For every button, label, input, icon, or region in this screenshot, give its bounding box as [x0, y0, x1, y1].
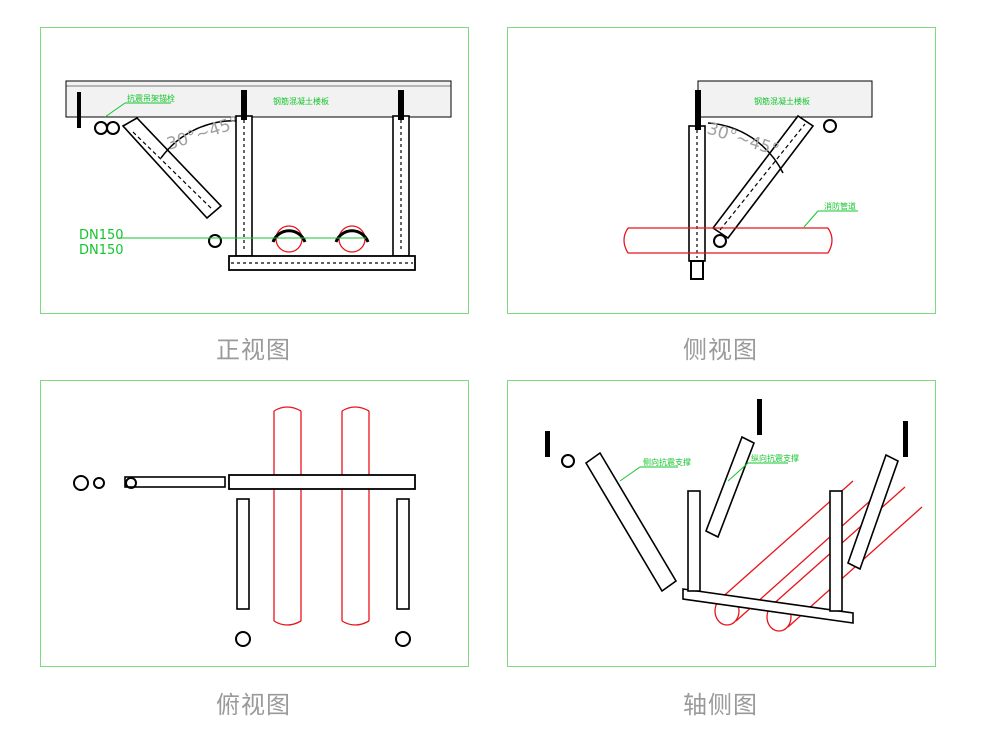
iso-view-panel: 侧向抗震支撑 纵向抗震支撑: [507, 380, 936, 667]
pipe-size-2: DN150: [79, 243, 124, 258]
cross-channel: [228, 474, 416, 490]
side-view-drawing: 30°~45° 消防管道 钢筋混凝土楼板: [623, 80, 873, 280]
front-view-panel: 30°~45° 抗震吊架锚栓 钢筋混凝土楼板 DN150 DN150: [40, 27, 469, 314]
front-view-drawing: 30°~45° 抗震吊架锚栓 钢筋混凝土楼板 DN150 DN150: [65, 80, 452, 271]
base-channel: [682, 588, 854, 624]
pipe-2: [341, 406, 370, 626]
diagonal-brace: [121, 116, 223, 220]
pipe-size-1: DN150: [79, 228, 124, 243]
lateral-brace: [124, 476, 226, 488]
iso-view-drawing: 侧向抗震支撑 纵向抗震支撑: [545, 399, 923, 632]
front-view-caption: 正视图: [216, 336, 291, 364]
brace-left: [236, 498, 250, 610]
side-view-panel: 30°~45° 消防管道 钢筋混凝土楼板: [507, 27, 936, 314]
right-vertical-channel: [392, 90, 410, 257]
pipe-1: [273, 406, 302, 626]
angle-label: 30°~45°: [704, 119, 781, 161]
iso-view-caption: 轴侧图: [683, 691, 758, 719]
side-view-caption: 侧视图: [683, 336, 758, 364]
top-view-panel: [40, 380, 469, 667]
lateral-label: 侧向抗震支撑: [643, 457, 691, 467]
brace-right: [396, 498, 410, 610]
top-view-drawing: [73, 406, 416, 647]
left-anchor: [77, 92, 120, 135]
pipe-label: 消防管道: [824, 201, 856, 211]
slab-label: 钢筋混凝土楼板: [273, 96, 329, 106]
lateral-brace: [584, 451, 678, 593]
angle-label: 30°~45°: [164, 113, 241, 155]
slab: [697, 80, 873, 118]
longitudinal-label: 纵向抗震支撑: [751, 453, 799, 463]
slab: [65, 80, 452, 118]
slab-label: 钢筋混凝土楼板: [754, 96, 810, 106]
longitudinal-brace: [704, 435, 756, 539]
top-view-caption: 俯视图: [216, 691, 291, 719]
angle-arc: [160, 119, 242, 159]
pipe-long: [623, 227, 833, 254]
anchor-label: 抗震吊架锚栓: [127, 93, 175, 103]
